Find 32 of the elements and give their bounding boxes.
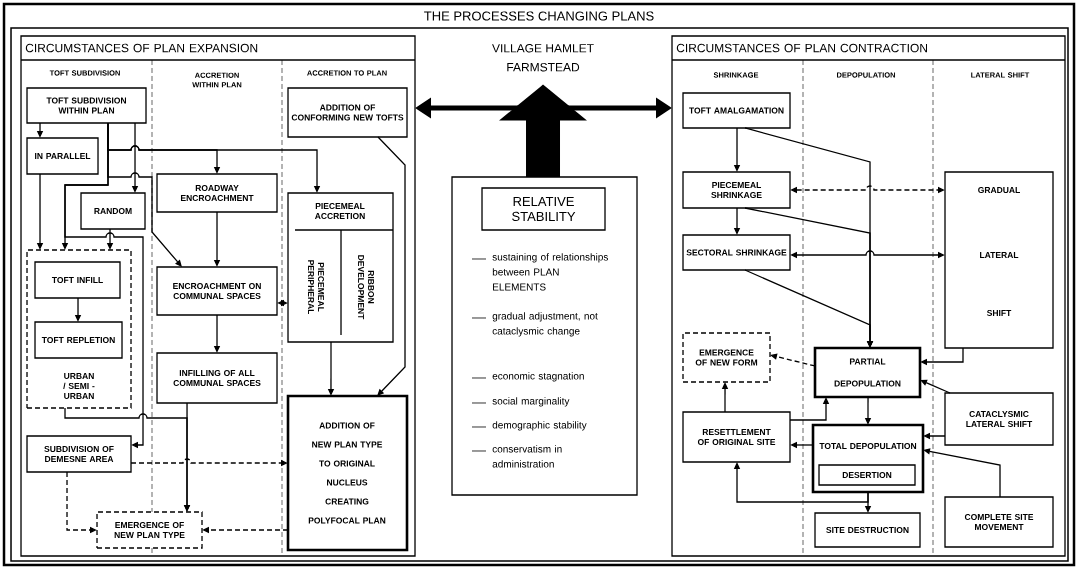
arrow [920,379,951,394]
process-box: GRADUAL LATERAL SHIFT [944,171,1054,349]
process-box: RESETTLEMENT OF ORIGINAL SITE [682,411,791,463]
title: THE PROCESSES CHANGING PLANS [424,11,654,21]
arrow [377,136,406,396]
process-box: ENCROACHMENT ON COMMUNAL SPACES [156,266,278,316]
place-label: VILLAGE HAMLET FARMSTEAD [492,44,594,72]
process-box: PARTIAL DEPOPULATION [813,346,922,399]
process-box: COMPLETE SITE MOVEMENT [944,496,1054,548]
title-box: RELATIVE STABILITY [481,187,606,231]
process-box: ROADWAY ENCROACHMENT [156,173,278,213]
process-box: TOFT INFILL [34,261,121,299]
process-box: IN PARALLEL [26,137,99,175]
process-box: CATACLYSMIC LATERAL SHIFT [944,392,1054,446]
process-box: TOFT SUBDIVISION WITHIN PLAN [26,87,147,124]
arrow [923,448,1001,498]
process-box: DESERTION [818,464,916,486]
process-box: ADDITION OF NEW PLAN TYPE TO ORIGINAL NUCLEUS CREATING POLYFOCAL PLAN [286,394,409,552]
process-box: SITE DESTRUCTION [814,512,921,548]
process-box: PIECEMEAL SHRINKAGE [682,171,791,209]
process-box: EMERGENCE OF NEW PLAN TYPE [96,511,203,549]
arrow [770,353,816,367]
process-box: ADDITION OF CONFORMING NEW TOFTS [287,87,408,138]
process-box: PIECEMEAL ACCRETION PIECEMEAL PERIPHERAL RIBBON DEVELOPMENT [287,192,394,343]
process-box: EMERGENCE OF NEW FORM [682,332,771,383]
process-box: RANDOM [80,192,146,230]
process-box: TOFT AMALGAMATION [682,92,791,129]
process-box: TOFT REPLETION [34,321,123,359]
process-box: SECTORAL SHRINKAGE [682,234,791,271]
process-box: INFILLING OF ALL COMMUNAL SPACES [156,352,278,404]
process-box: SUBDIVISION OF DEMESNE AREA [26,435,132,473]
arrow [64,122,144,449]
